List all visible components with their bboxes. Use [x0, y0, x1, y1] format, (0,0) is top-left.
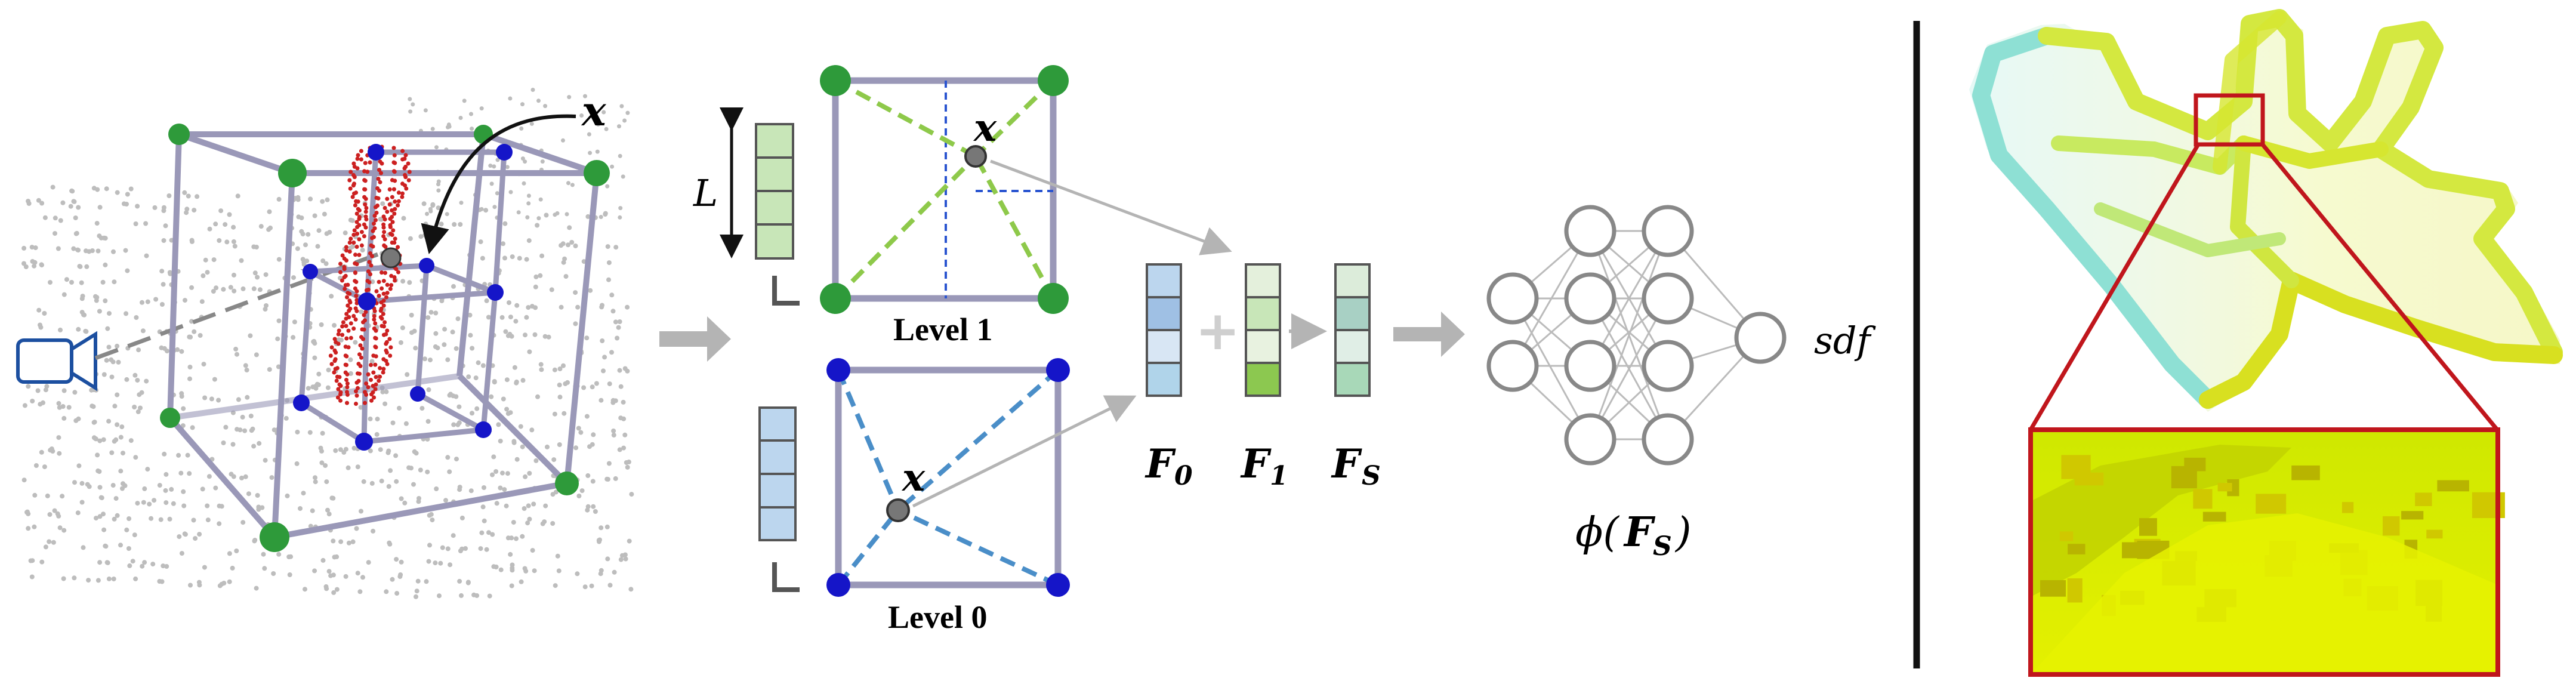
level-0-query-label: x: [901, 455, 925, 500]
svg-text:1: 1: [1270, 461, 1288, 491]
svg-text:F: F: [1331, 440, 1362, 487]
flow-arrow-2: [1393, 312, 1465, 357]
level-0-feature-vector: [758, 406, 797, 541]
svg-text:F: F: [1240, 440, 1272, 487]
sample-points: [328, 144, 412, 406]
axis-corner-icon: [772, 276, 800, 306]
flow-arrow-1: [659, 316, 731, 362]
camera-icon: [16, 331, 97, 392]
level-1-nodes: [160, 124, 610, 552]
svg-text:F: F: [1144, 440, 1176, 487]
point-cloud-panel: x: [16, 88, 634, 599]
query-arrow: [421, 114, 576, 254]
feature-f1: F 1: [1240, 263, 1288, 491]
feature-fs: F S: [1331, 263, 1381, 491]
reconstructed-mesh: [1969, 9, 2563, 677]
mlp-label: ϕ( F S ): [1575, 509, 1692, 562]
svg-text:S: S: [1653, 531, 1672, 562]
level-1-cell: L x Level 1: [693, 65, 1232, 347]
level-1-query-label: x: [973, 106, 997, 150]
plus-sign: +: [1195, 300, 1240, 362]
level-0-nodes: [293, 144, 513, 451]
svg-text:ϕ(: ϕ(: [1575, 509, 1619, 556]
level-0-label: Level 0: [888, 599, 987, 635]
feature-f0: F 0: [1144, 263, 1193, 491]
svg-text:): ): [1674, 509, 1692, 556]
zoom-region-box: [2194, 93, 2265, 147]
svg-text:F: F: [1623, 509, 1656, 556]
svg-text:S: S: [1362, 461, 1381, 491]
svg-text:0: 0: [1174, 461, 1193, 491]
query-label: x: [581, 88, 607, 135]
level-0-cell: x Level 0: [758, 358, 1137, 635]
level-1-label: Level 1: [893, 312, 992, 347]
outer-cube: [167, 131, 600, 540]
zoom-detail-view: [2028, 427, 2505, 677]
level-1-feature-vector: [755, 123, 794, 260]
axis-corner-icon: [772, 562, 800, 592]
lidar-points: [21, 88, 634, 599]
mlp-network: [1486, 205, 1787, 466]
query-point: [380, 247, 402, 269]
length-label: L: [693, 171, 718, 215]
sdf-output-label: sdf: [1814, 319, 1877, 362]
